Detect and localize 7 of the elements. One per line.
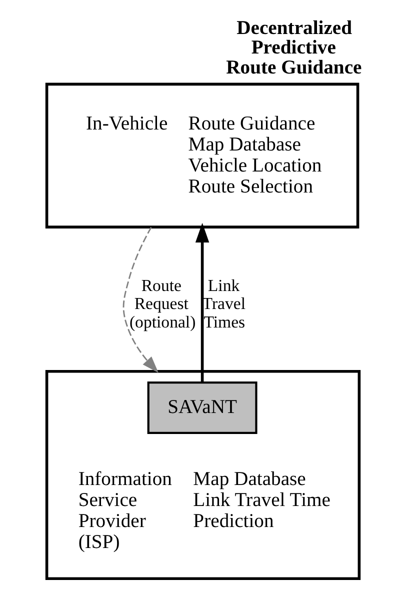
edge-label: Link Travel Times — [202, 276, 246, 332]
node-box: SAVaNT — [147, 382, 258, 434]
arrow — [195, 222, 210, 382]
edge-label: Route Request (optional) — [129, 276, 196, 332]
node-box: In-Vehicle Route Guidance Map Database Vehicle Location Route Selection — [45, 82, 360, 228]
diagram-title: Decentralized Predictive Route Guidance — [226, 18, 362, 78]
arrow — [122, 227, 158, 373]
